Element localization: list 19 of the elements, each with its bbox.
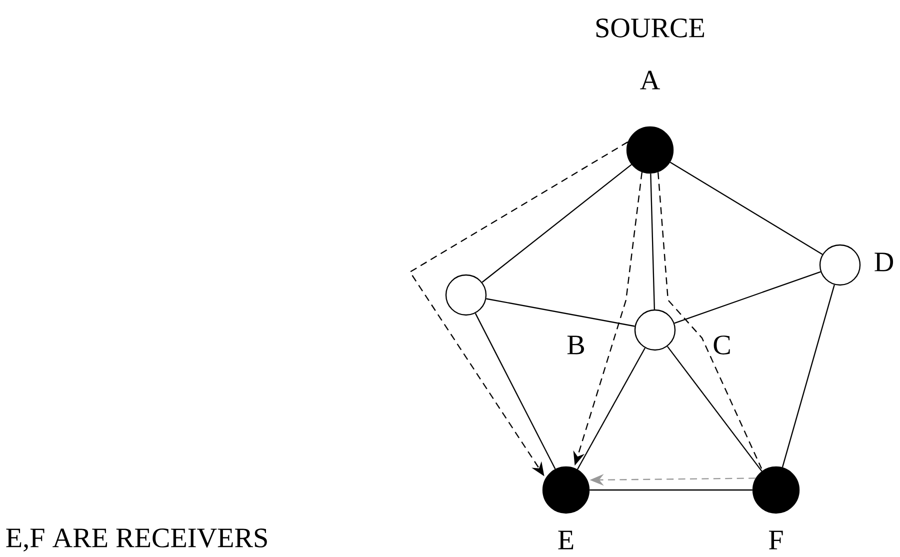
node-label: A xyxy=(640,70,660,90)
node-label: E xyxy=(558,530,574,550)
node-caption: SOURCE xyxy=(596,18,704,38)
connector-line xyxy=(590,489,752,491)
connector-line xyxy=(658,172,762,469)
connector-line xyxy=(486,298,635,327)
connector-line xyxy=(474,313,556,470)
node-label: D xyxy=(874,252,894,272)
connector-line xyxy=(650,174,656,310)
note-text: E,F ARE RECEIVERS xyxy=(6,528,267,552)
node-label: F xyxy=(769,530,783,550)
connector-line xyxy=(482,164,632,283)
connector-line xyxy=(670,162,823,255)
connector-line xyxy=(666,346,762,472)
connector-line xyxy=(576,348,646,470)
connector-line xyxy=(782,284,835,468)
node-label: B xyxy=(567,336,584,354)
node-label: C xyxy=(714,336,730,354)
connector-line xyxy=(674,271,821,324)
